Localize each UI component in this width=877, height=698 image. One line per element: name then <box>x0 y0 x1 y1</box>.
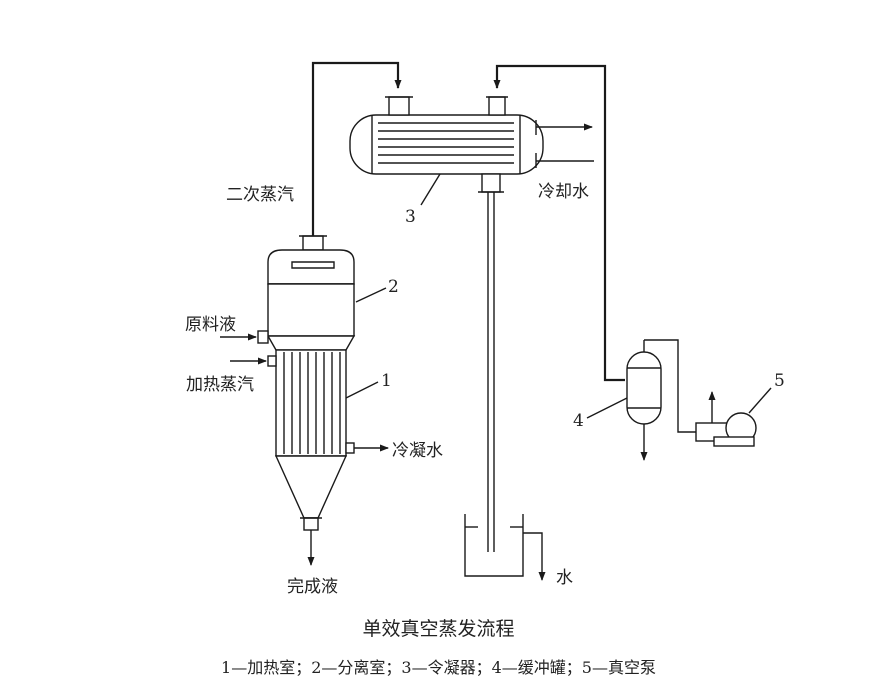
heating-steam-inlet <box>230 355 277 367</box>
water-label: 水 <box>556 568 573 588</box>
separator <box>266 235 356 351</box>
secondary-steam-label: 二次蒸汽 <box>226 185 294 205</box>
number-3: 3 <box>405 207 416 227</box>
buffer-tank <box>626 339 696 461</box>
heating-steam-label: 加热蒸汽 <box>186 375 254 395</box>
figure-caption: 单效真空蒸发流程 <box>362 618 515 640</box>
number-2: 2 <box>388 277 399 297</box>
barometric-leg <box>487 192 495 552</box>
condenser <box>349 96 544 193</box>
vacuum-line <box>493 64 625 382</box>
number-1: 1 <box>381 371 392 391</box>
secondary-steam-pipe <box>311 61 402 236</box>
feed-liquid-label: 原料液 <box>185 315 236 335</box>
heating-chamber <box>274 349 348 531</box>
condensate-outlet <box>345 442 389 454</box>
leader-lines <box>345 173 772 419</box>
feed-inlet <box>220 330 269 344</box>
water-tank <box>464 514 546 581</box>
cooling-water-label: 冷却水 <box>538 182 589 202</box>
product-liquid-label: 完成液 <box>287 577 338 597</box>
number-5: 5 <box>774 371 785 391</box>
condensate-label: 冷凝水 <box>392 441 443 461</box>
figure-legend: 1—加热室；2—分离室；3—令凝器；4—缓冲罐；5—真空泵 <box>221 658 656 677</box>
cooling-water-flow <box>536 123 594 162</box>
number-4: 4 <box>573 411 584 431</box>
vacuum-pump <box>695 391 757 447</box>
